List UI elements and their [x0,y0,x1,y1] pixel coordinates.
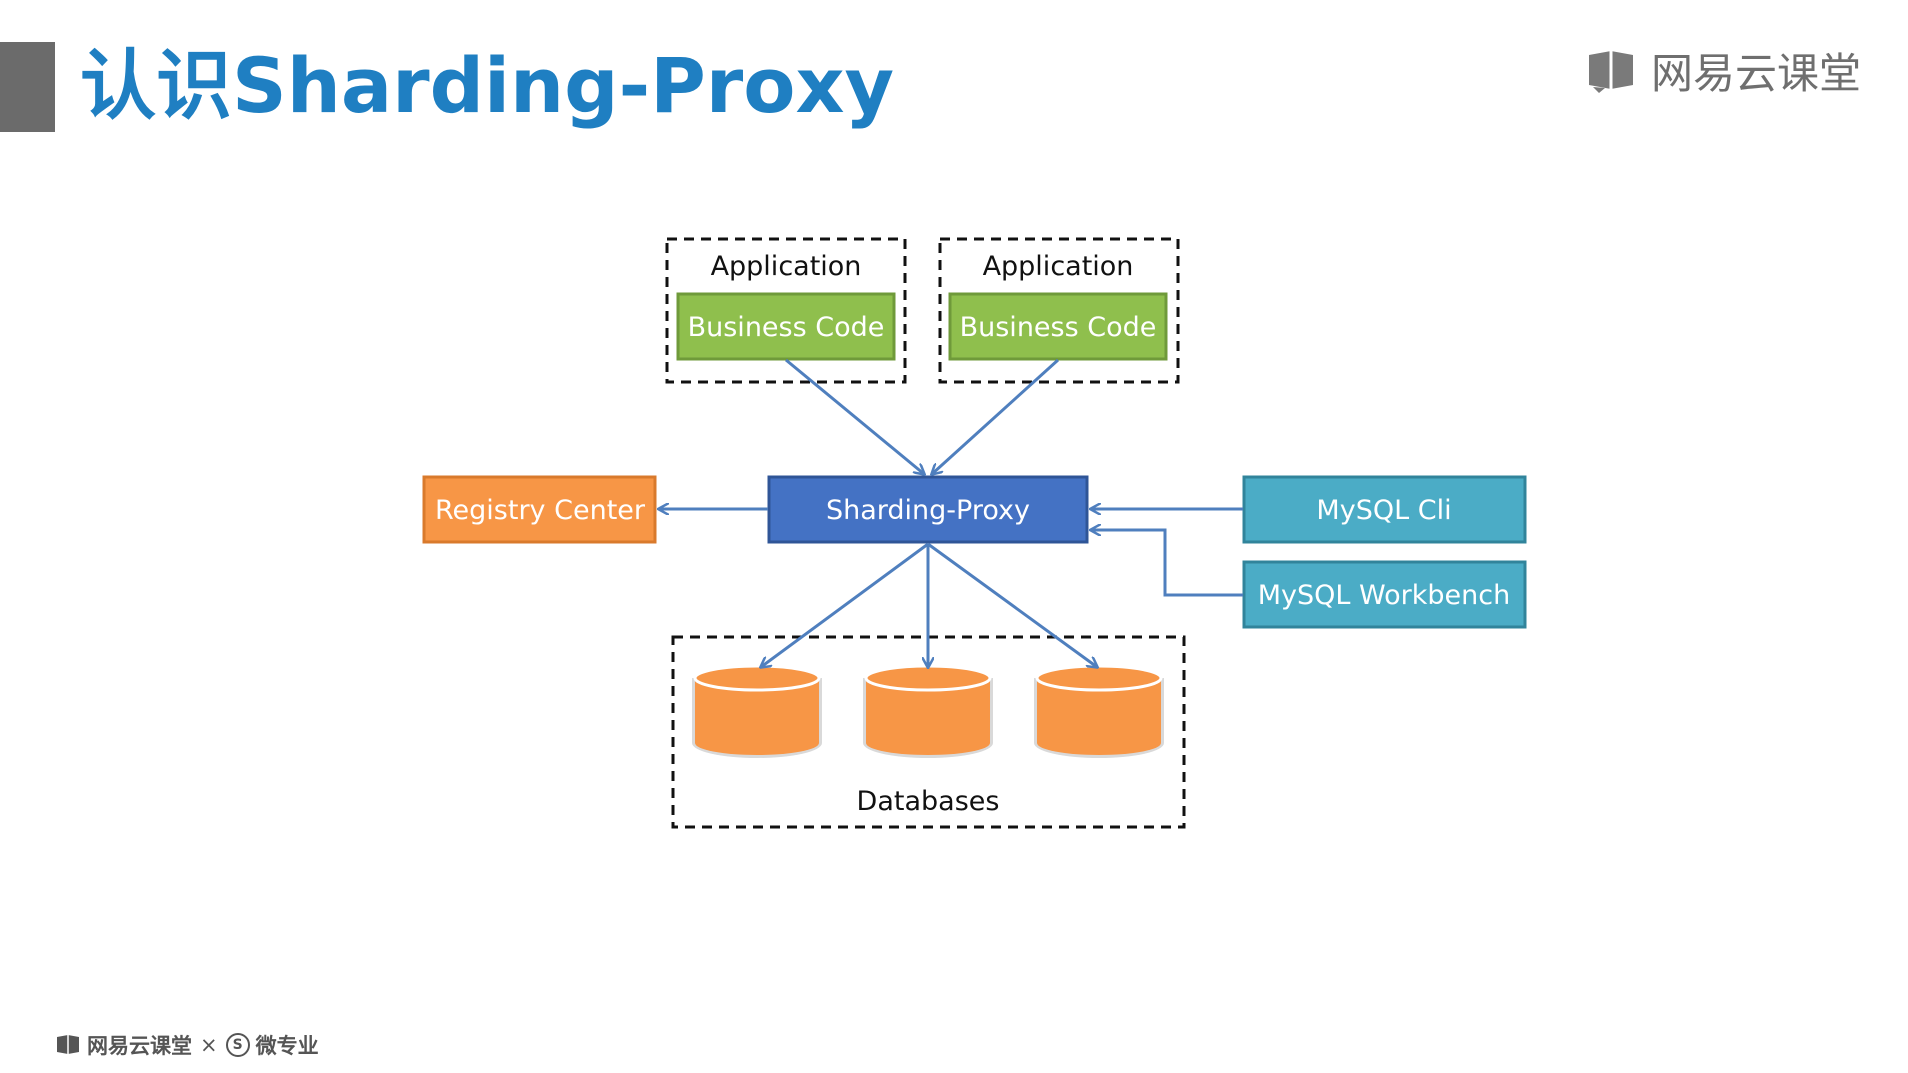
arrow-workbench-to-proxy [1091,530,1243,597]
brand-name: 网易云课堂 [1651,48,1862,98]
business-code-label: Business Code [688,312,885,343]
mysql-workbench-label: MySQL Workbench [1258,580,1510,611]
mysql-cli-box [1242,475,1527,544]
title-accent-bar [0,42,55,132]
slide-title: 认识Sharding-Proxy [80,41,895,130]
sharding-proxy-label: Sharding-Proxy [826,495,1030,526]
registry-center-label: Registry Center [435,495,646,526]
partner-logo-icon: S [225,1033,250,1057]
business-code-label: Business Code [960,312,1157,343]
brand-separator: × [200,1033,218,1057]
database-cylinder [692,664,822,758]
arrow-proxy-to-db3 [927,542,1097,667]
book-icon [57,1035,79,1054]
application-label: Application [983,251,1134,282]
application-border [938,237,1180,384]
arrow-app1-to-proxy [785,358,924,474]
brand-logo-top: 网易云课堂 [1585,40,1861,100]
sharding-proxy-box [767,475,1089,544]
application-border [665,237,907,384]
arrow-app2-to-proxy [932,358,1060,474]
arrow-proxy-to-db1 [761,542,929,667]
database-cylinders [692,664,1164,758]
application-group-2: Application Business Code [938,237,1180,384]
brand-logo-bottom: 网易云课堂 × S 微专业 [55,1030,319,1060]
application-label: Application [711,251,862,282]
database-cylinder [1034,664,1164,758]
mysql-cli-label: MySQL Cli [1316,495,1451,526]
application-group-1: Application Business Code [665,237,907,384]
book-icon [1589,51,1633,93]
database-cylinder [863,664,993,758]
mysql-workbench-box [1242,560,1527,629]
brand-name: 网易云课堂 [87,1034,192,1058]
registry-center-box [422,475,657,544]
partner-name: 微专业 [255,1034,319,1058]
databases-label: Databases [857,786,1000,817]
business-code-box [676,292,896,361]
business-code-box [948,292,1168,361]
